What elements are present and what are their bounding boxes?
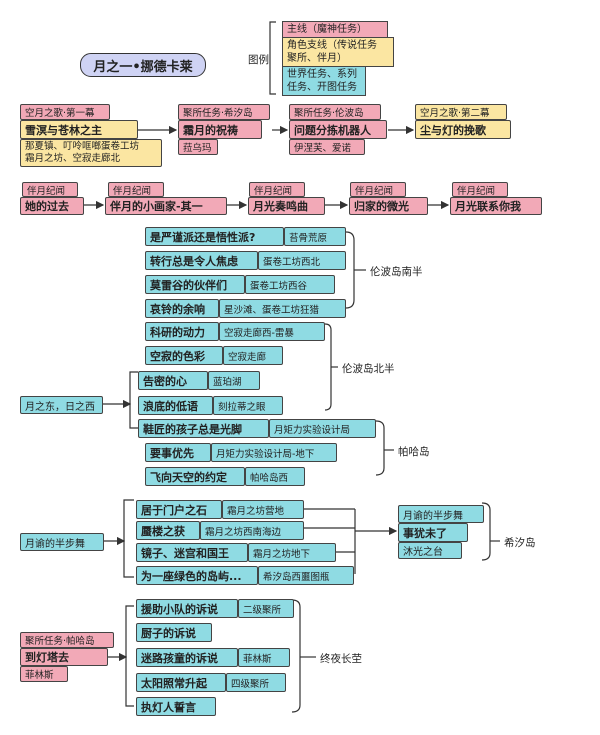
south-loc-1: 苔骨荒原 xyxy=(284,227,346,246)
night-quest-5[interactable]: 执灯人誓言 xyxy=(136,697,216,716)
north-loc-4: 刻拉蒂之眼 xyxy=(213,396,283,415)
companion-tag-3: 伴月纪闻 xyxy=(249,182,305,197)
companion-quest-2[interactable]: 伴月的小画家-其一 xyxy=(105,197,227,215)
node2-tag: 聚所任务·希汐岛 xyxy=(178,104,270,120)
companion-tag-1: 伴月纪闻 xyxy=(22,182,78,197)
start-quest[interactable]: 雪溟与苍林之主 xyxy=(20,120,138,139)
node4-tag: 空月之歌·第二幕 xyxy=(415,104,507,120)
night-label: 终夜长茔 xyxy=(320,653,362,665)
night-quest-1[interactable]: 援助小队的诉说 xyxy=(136,599,238,618)
paha-loc-2: 月矩力实验设计局-地下 xyxy=(211,443,337,462)
node3-tag: 聚所任务·伦波岛 xyxy=(289,104,381,120)
east-start[interactable]: 月之东，日之西 xyxy=(20,396,103,414)
night-start-tag: 聚所任务·帕哈岛 xyxy=(20,632,114,648)
paha-label: 帕哈岛 xyxy=(398,446,430,458)
night-quest-3[interactable]: 迷路孩童的诉说 xyxy=(136,648,238,667)
node3-sub: 伊涅芙、爱诺 xyxy=(289,139,365,155)
start-tag: 空月之歌·第一幕 xyxy=(20,104,110,120)
companion-quest-5[interactable]: 月光联系你我 xyxy=(450,197,542,215)
companion-tag-4: 伴月纪闻 xyxy=(350,182,406,197)
xisha-quest-4[interactable]: 为一座绿色的岛屿... xyxy=(136,566,258,585)
north-loc-1: 空寂走廊西-雷暴 xyxy=(219,322,325,341)
night-loc-3: 菲林斯 xyxy=(238,648,290,667)
north-loc-3: 蓝珀湖 xyxy=(208,371,260,390)
xisha-label: 希汐岛 xyxy=(504,537,536,549)
xisha-loc-4: 希汐岛西噩图瓶 xyxy=(258,566,354,585)
paha-quest-3[interactable]: 飞向天空的约定 xyxy=(145,467,245,486)
xisha-loc-2: 霜月之坊西南海边 xyxy=(200,521,304,540)
north-quest-1[interactable]: 科研的动力 xyxy=(145,322,219,341)
xisha-right-bottom[interactable]: 沐光之台 xyxy=(398,542,462,559)
night-start-quest[interactable]: 到灯塔去 xyxy=(20,648,108,666)
xisha-right-top[interactable]: 月谕的半步舞 xyxy=(398,505,484,523)
paha-quest-1[interactable]: 鞋匠的孩子总是光脚 xyxy=(138,419,269,438)
xisha-start[interactable]: 月谕的半步舞 xyxy=(20,533,104,551)
south-loc-4: 星沙滩、蛋卷工坊狂猎 xyxy=(219,299,346,318)
south-loc-2: 蛋卷工坊西北 xyxy=(258,251,346,270)
page-title: 月之一•挪德卡莱 xyxy=(80,53,206,77)
node3-quest[interactable]: 问题分拣机器人 xyxy=(289,120,387,139)
south-quest-2[interactable]: 转行总是令人焦虑 xyxy=(145,251,258,270)
south-quest-3[interactable]: 莫雷谷的伙伴们 xyxy=(145,275,245,294)
night-loc-4: 四级聚所 xyxy=(226,673,286,692)
xisha-loc-3: 霜月之坊地下 xyxy=(248,543,336,562)
companion-quest-1[interactable]: 她的过去 xyxy=(20,197,84,215)
night-quest-2[interactable]: 厨子的诉说 xyxy=(136,623,212,642)
north-quest-3[interactable]: 告密的心 xyxy=(138,371,208,390)
node2-quest[interactable]: 霜月的祝祷 xyxy=(178,120,262,139)
legend-world: 世界任务、系列 任务、开图任务 xyxy=(282,66,366,96)
paha-quest-2[interactable]: 要事优先 xyxy=(145,443,211,462)
xisha-quest-2[interactable]: 蜃楼之获 xyxy=(136,521,200,540)
companion-quest-3[interactable]: 月光奏鸣曲 xyxy=(248,197,325,215)
night-quest-4[interactable]: 太阳照常升起 xyxy=(136,673,226,692)
north-label: 伦波岛北半 xyxy=(342,363,395,375)
node2-sub: 菈乌玛 xyxy=(178,139,218,155)
xisha-right-mid[interactable]: 事犹未了 xyxy=(398,523,468,542)
legend-label: 图例 xyxy=(248,54,269,66)
legend-main: 主线（魔神任务） xyxy=(282,21,388,38)
night-start-sub: 菲林斯 xyxy=(20,666,68,682)
north-quest-2[interactable]: 空寂的色彩 xyxy=(145,346,223,365)
south-label: 伦波岛南半 xyxy=(370,266,423,278)
start-location: 那夏镇、叮呤哐啷蛋卷工坊 霜月之坊、空寂走廊北 xyxy=(20,139,162,167)
paha-loc-1: 月矩力实验设计局 xyxy=(269,419,376,438)
companion-tag-5: 伴月纪闻 xyxy=(452,182,508,197)
xisha-quest-3[interactable]: 镜子、迷宫和国王 xyxy=(136,543,248,562)
south-loc-3: 蛋卷工坊西谷 xyxy=(245,275,335,294)
xisha-loc-1: 霜月之坊营地 xyxy=(222,500,304,519)
paha-loc-3: 帕哈岛西 xyxy=(245,467,305,486)
south-quest-4[interactable]: 哀铃的余响 xyxy=(145,299,219,318)
companion-tag-2: 伴月纪闻 xyxy=(108,182,164,197)
north-loc-2: 空寂走廊 xyxy=(223,346,283,365)
north-quest-4[interactable]: 浪底的低语 xyxy=(138,396,213,415)
south-quest-1[interactable]: 是严谨派还是悟性派? xyxy=(145,227,284,246)
xisha-quest-1[interactable]: 居于门户之石 xyxy=(136,500,222,519)
legend-character: 角色支线（传说任务 聚所、伴月） xyxy=(282,37,394,67)
night-loc-1: 二级聚所 xyxy=(238,599,294,618)
node4-quest[interactable]: 尘与灯的挽歌 xyxy=(415,120,511,139)
companion-quest-4[interactable]: 归家的微光 xyxy=(349,197,428,215)
